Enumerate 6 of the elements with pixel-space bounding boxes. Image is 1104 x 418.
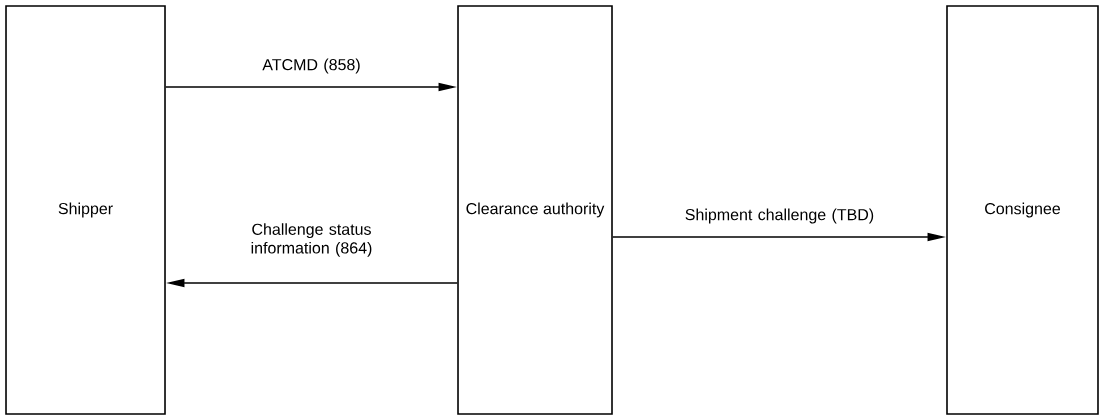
process-box: Shipper bbox=[5, 5, 166, 415]
process-box: Consignee bbox=[946, 5, 1099, 415]
process-box: Clearance authority bbox=[457, 5, 613, 415]
edge-label: ATCMD (858) bbox=[262, 58, 360, 74]
edge-label: Challenge status information (864) bbox=[251, 223, 372, 257]
edge-label: Shipment challenge (TBD) bbox=[685, 208, 874, 224]
